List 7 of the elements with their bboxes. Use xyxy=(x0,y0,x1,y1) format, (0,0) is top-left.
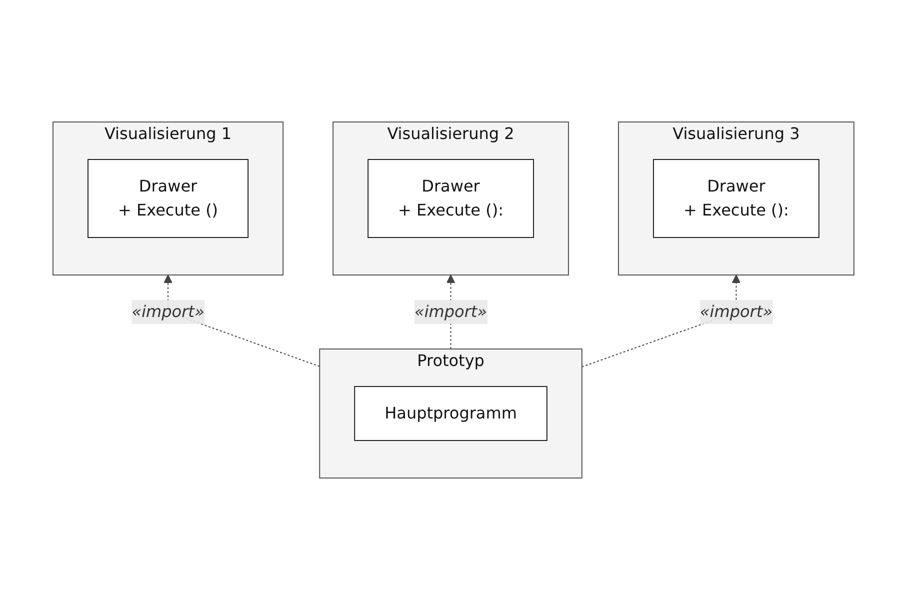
node-box: Drawer + Execute () xyxy=(88,158,249,238)
edge-label: «import» xyxy=(700,302,773,320)
node-box: Hauptprogramm xyxy=(354,386,548,440)
edge-label: «import» xyxy=(132,302,204,320)
node-box: Drawer + Execute (): xyxy=(653,158,820,238)
node-box: Drawer + Execute (): xyxy=(368,158,534,238)
edge-label: «import» xyxy=(414,302,488,320)
